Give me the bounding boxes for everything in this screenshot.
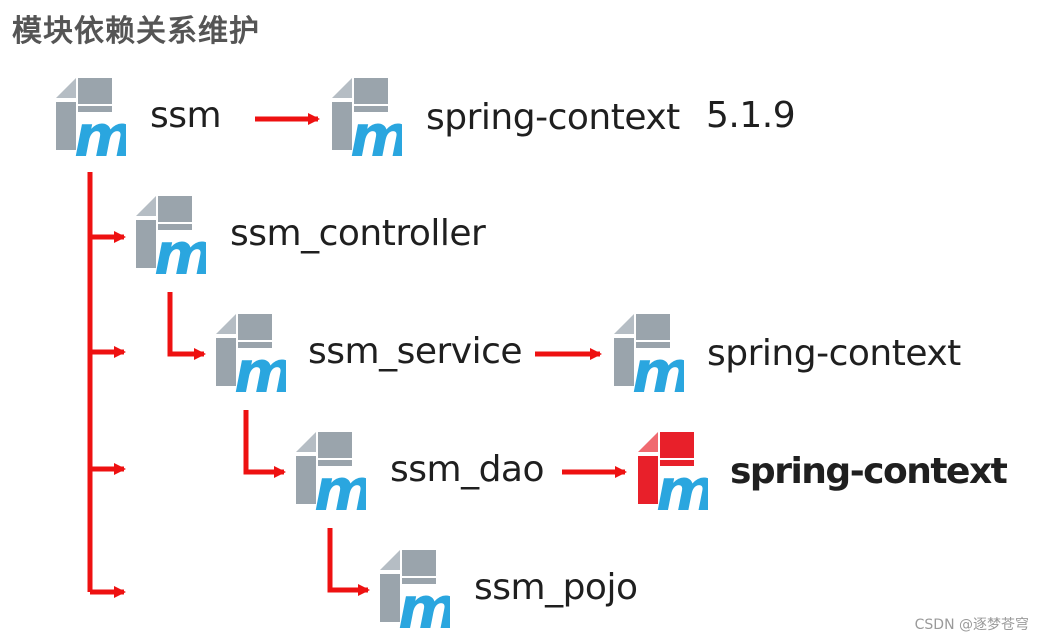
node-label-ssm-context-version: 5.1.9 <box>706 95 796 136</box>
watermark: CSDN @逐梦苍穹 <box>914 617 1029 633</box>
node-label-ssm-context: spring-context <box>426 97 680 138</box>
maven-module-icon-controller <box>136 196 206 278</box>
node-label-service-context: spring-context <box>707 333 961 374</box>
maven-module-icon-pojo <box>380 550 450 632</box>
maven-module-icon-dao <box>296 432 366 514</box>
maven-module-icon-ssm <box>56 78 126 160</box>
maven-module-icon-service-context <box>614 314 684 396</box>
node-label-dao-context: spring-context <box>730 451 1008 492</box>
diagram-title: 模块依赖关系维护 <box>12 14 260 49</box>
maven-module-icon-service <box>216 314 286 396</box>
arrow-controller-to-service <box>167 292 206 360</box>
node-label-dao: ssm_dao <box>390 449 545 490</box>
arrow-dao-to-pojo <box>327 528 370 596</box>
node-label-ssm: ssm <box>150 95 222 136</box>
maven-module-icon-red-dao-context <box>638 432 708 514</box>
maven-module-icon-ssm-context <box>332 78 402 160</box>
arrow-service-to-dao <box>243 410 286 478</box>
node-label-pojo: ssm_pojo <box>474 567 638 608</box>
node-label-service: ssm_service <box>308 331 523 372</box>
node-label-controller: ssm_controller <box>230 213 486 254</box>
